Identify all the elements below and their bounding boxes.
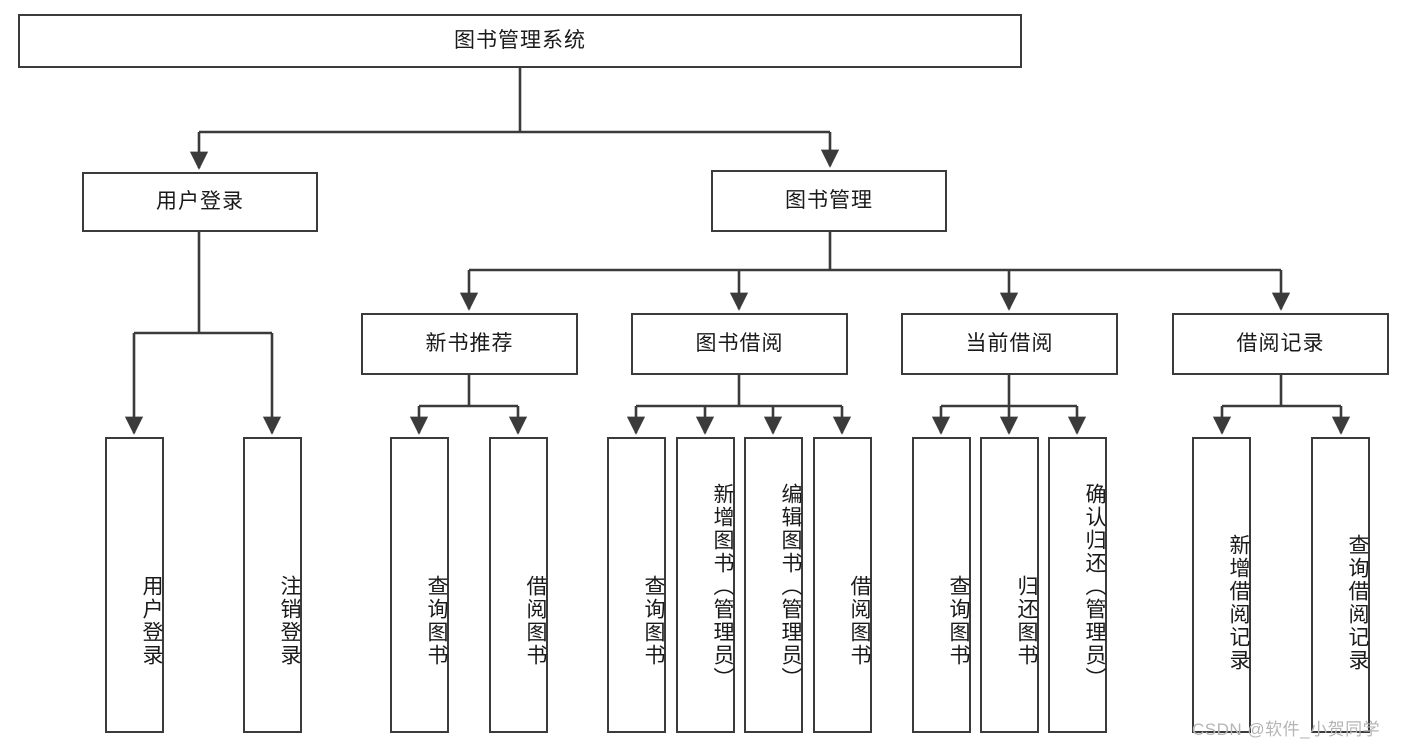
node-book-borrow[interactable]: 图书借阅 [631, 313, 848, 375]
leaf-new-book-borrow[interactable]: 借阅图书 [489, 437, 548, 733]
node-new-book-recommend[interactable]: 新书推荐 [361, 313, 578, 375]
leaf-current-return-book[interactable]: 归还图书 [980, 437, 1039, 733]
leaf-borrow-query-book[interactable]: 查询图书 [607, 437, 666, 733]
watermark-text: CSDN @软件_小贺同学 [1192, 720, 1381, 739]
leaf-borrow-edit-book[interactable]: 编辑图书（管理员） [744, 437, 803, 733]
node-book-management[interactable]: 图书管理 [711, 170, 947, 232]
node-root[interactable]: 图书管理系统 [18, 14, 1022, 68]
node-user-login[interactable]: 用户登录 [82, 172, 318, 232]
node-current-borrow[interactable]: 当前借阅 [901, 313, 1118, 375]
leaf-logout[interactable]: 注销登录 [243, 437, 302, 733]
leaf-current-query-book[interactable]: 查询图书 [912, 437, 971, 733]
leaf-record-query[interactable]: 查询借阅记录 [1311, 437, 1370, 733]
leaf-user-login[interactable]: 用户登录 [105, 437, 164, 733]
leaf-borrow-add-book[interactable]: 新增图书（管理员） [676, 437, 735, 733]
leaf-current-confirm-return[interactable]: 确认归还（管理员） [1048, 437, 1107, 733]
leaf-record-add[interactable]: 新增借阅记录 [1192, 437, 1251, 733]
leaf-new-book-query[interactable]: 查询图书 [390, 437, 449, 733]
node-borrow-record[interactable]: 借阅记录 [1172, 313, 1389, 375]
leaf-borrow-borrow-book[interactable]: 借阅图书 [813, 437, 872, 733]
